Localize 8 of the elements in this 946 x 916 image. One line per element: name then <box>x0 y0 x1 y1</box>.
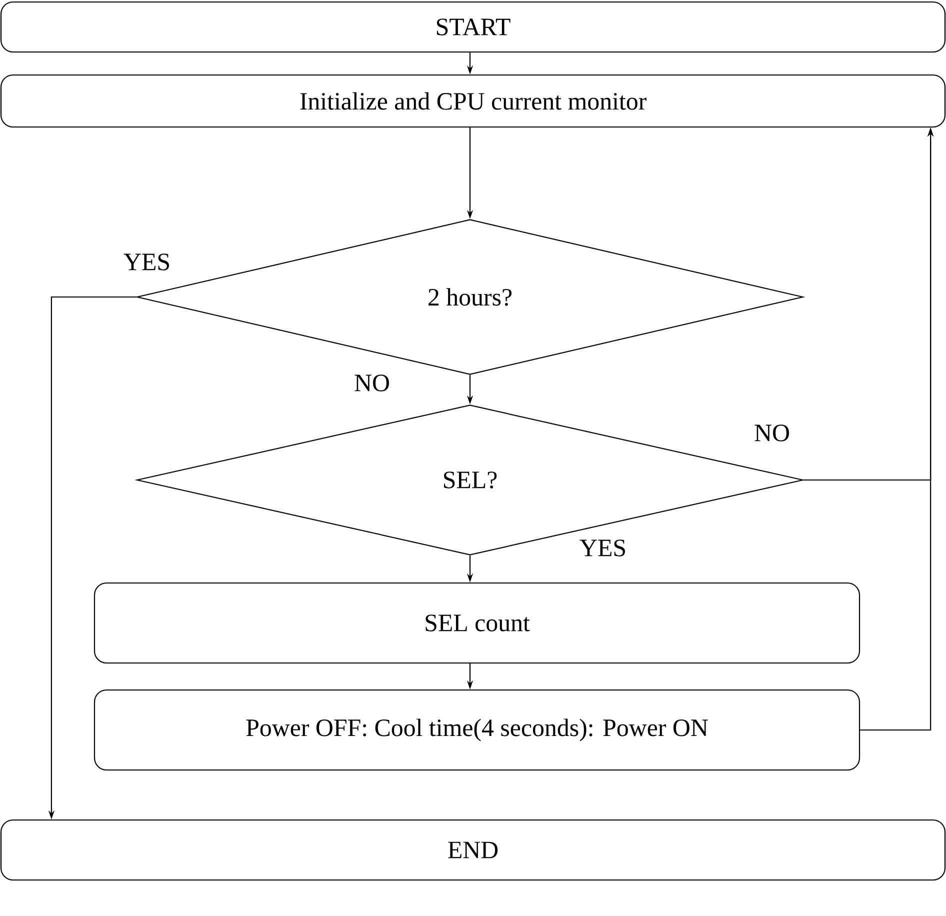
edge-label: YES <box>577 538 629 558</box>
process-box: Initialize and CPU current monitor <box>0 74 946 128</box>
process-box: END <box>0 819 946 881</box>
process-box: SEL count <box>94 582 860 664</box>
edge-label: NO <box>752 422 792 444</box>
edge-label: NO <box>352 372 392 394</box>
process-box: Power OFF: Cool time(4 seconds): Power ON <box>94 689 860 771</box>
process-box: START <box>0 1 946 53</box>
